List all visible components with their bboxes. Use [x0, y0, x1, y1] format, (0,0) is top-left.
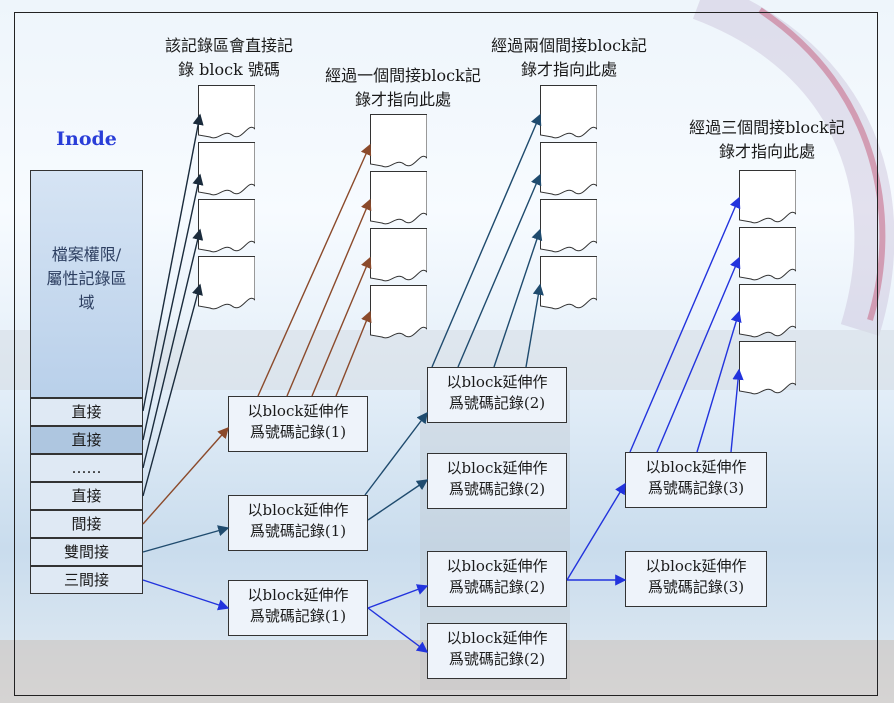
arrow-double-node-to-level2-b — [367, 479, 429, 521]
caption-single-indirect: 經過一個間接block記 錄才指向此處 — [325, 66, 481, 109]
inode-title: Inode — [56, 128, 117, 150]
node-triple-level3-a: 以block延伸作爲號碼記錄(3) — [625, 452, 767, 508]
node-triple-level2-b: 以block延伸作爲號碼記錄(2) — [427, 623, 567, 679]
arrow-direct-2 — [142, 173, 204, 441]
attr-area-line-1: 檔案權限/ — [51, 245, 122, 264]
inode-row-triple-indirect: 三間接 — [30, 566, 143, 594]
arrow-direct-4 — [142, 283, 203, 497]
arrow-triple-level2-to-level3-a — [566, 482, 626, 581]
arrow-triple-to-block-4 — [730, 368, 744, 453]
node-triple-level3-b: 以block延伸作爲號碼記錄(3) — [625, 551, 767, 607]
attr-area-line-3: 域 — [78, 293, 95, 312]
arrow-indirect-to-node — [142, 426, 229, 525]
arrow-triple-node-to-level2-b — [367, 607, 429, 653]
inode-row-indirect: 間接 — [30, 510, 143, 538]
data-block-single-3 — [370, 228, 427, 282]
data-block-direct-2 — [198, 142, 255, 196]
inode-row-double-indirect: 雙間接 — [30, 538, 143, 566]
data-block-direct-3 — [198, 199, 255, 253]
data-block-triple-1 — [739, 170, 796, 224]
inode-row-direct-2: 直接 — [30, 426, 143, 454]
data-block-double-3 — [540, 199, 597, 253]
data-block-single-4 — [370, 285, 427, 339]
arrow-triple-to-node — [142, 579, 230, 611]
inode-row-direct-n: 直接 — [30, 482, 143, 510]
arrow-double-to-node — [142, 525, 230, 553]
caption-triple-indirect: 經過三個間接block記 錄才指向此處 — [689, 118, 845, 161]
node-double-level2: 以block延伸作爲號碼記錄(2) — [427, 367, 567, 423]
arrow-single-to-block-4 — [335, 310, 372, 397]
attr-area-line-2: 屬性記錄區 — [46, 269, 127, 288]
inode-row-direct-1: 直接 — [30, 398, 143, 426]
arrow-double-to-block-3 — [493, 228, 543, 368]
node-triple-level2-a: 以block延伸作爲號碼記錄(2) — [427, 551, 567, 607]
arrow-double-to-block-4 — [525, 283, 544, 368]
data-block-direct-1 — [198, 85, 255, 139]
arrow-direct-1 — [142, 113, 204, 412]
node-double-level1: 以block延伸作爲號碼記錄(1) — [228, 495, 368, 551]
arrow-double-node-to-level2 — [364, 411, 428, 496]
data-block-single-1 — [370, 114, 427, 168]
data-block-direct-4 — [198, 256, 255, 310]
diagram-frame — [14, 12, 878, 696]
node-double-level2-b: 以block延伸作爲號碼記錄(2) — [427, 453, 567, 509]
arrow-single-to-block-2 — [286, 198, 372, 397]
node-single-indirect-a: 以block延伸作爲號碼記錄(1) — [228, 396, 368, 452]
arrow-double-to-block-1 — [431, 113, 542, 368]
data-block-double-4 — [540, 256, 597, 310]
arrow-single-to-block-3 — [311, 256, 372, 397]
arrow-triple-node-to-level2-a — [367, 584, 429, 609]
arrow-double-to-block-2 — [457, 173, 542, 368]
data-block-triple-3 — [739, 284, 796, 338]
inode-row-ellipsis: …… — [30, 454, 143, 482]
inode-attr-area: 檔案權限/ 屬性記錄區 域 — [30, 170, 143, 398]
data-block-triple-2 — [739, 227, 796, 281]
arrow-triple-to-block-3 — [696, 310, 742, 453]
data-block-double-1 — [540, 85, 597, 139]
data-block-triple-4 — [739, 341, 796, 395]
arrow-single-to-block-1 — [257, 143, 372, 397]
caption-double-indirect: 經過兩個間接block記 錄才指向此處 — [491, 36, 647, 79]
arrow-triple-to-block-1 — [629, 196, 741, 453]
data-block-double-2 — [540, 142, 597, 196]
caption-direct: 該記錄區會直接記 錄 block 號碼 — [164, 36, 293, 79]
arrow-triple-to-block-2 — [656, 256, 741, 453]
arrow-direct-3 — [142, 228, 204, 469]
data-block-single-2 — [370, 171, 427, 225]
